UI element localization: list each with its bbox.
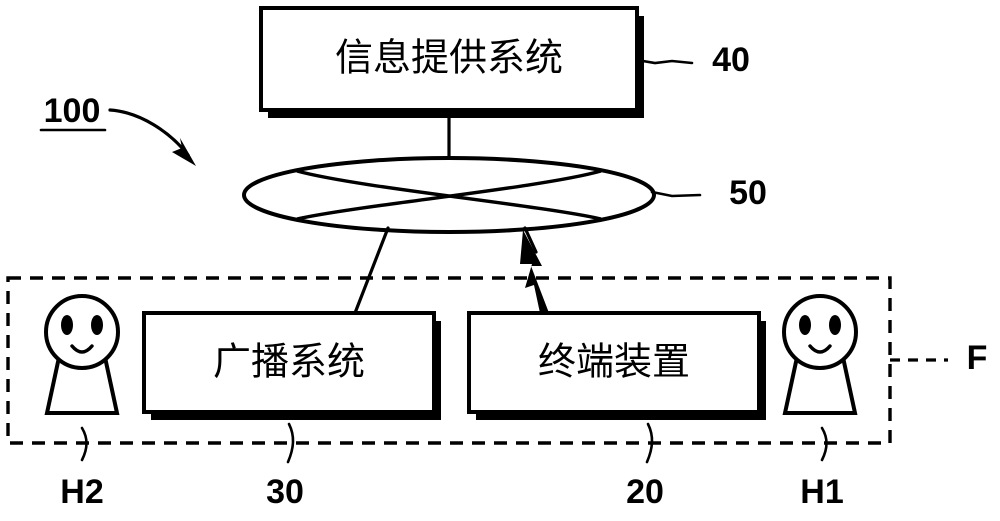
ref-50-leader-line xyxy=(650,190,702,198)
ref-40-leader-line xyxy=(635,58,694,65)
person-h2-reference: H2 xyxy=(60,426,104,511)
network-arc-2 xyxy=(296,169,602,221)
curved-arrow-head xyxy=(172,138,196,166)
lightning-bolt-icon xyxy=(520,230,549,313)
person-h2-head xyxy=(44,294,120,370)
wireless-link-upper-segment xyxy=(523,226,538,254)
person-h1[interactable] xyxy=(782,294,858,415)
network-node[interactable] xyxy=(242,156,656,234)
broadcast-system-box[interactable] xyxy=(142,311,436,414)
person-h2-eye-right xyxy=(91,315,103,335)
group-boundary-F xyxy=(6,276,892,445)
ref-100-label: 100 xyxy=(44,92,101,130)
ref-50-label: 50 xyxy=(729,174,767,212)
person-h1-eye-right xyxy=(829,315,841,335)
person-h2-eye-left xyxy=(61,315,73,335)
ref-20-label: 20 xyxy=(626,473,664,511)
person-h1-mouth xyxy=(808,344,832,354)
terminal-device-label: 终端装置 xyxy=(538,340,690,384)
ref-H2-leader-line xyxy=(80,426,88,462)
broadcast-system-label: 广播系统 xyxy=(213,340,365,384)
link-network-to-terminal-wireless xyxy=(520,226,549,313)
person-h2[interactable] xyxy=(44,294,120,415)
person-h1-reference: H1 xyxy=(800,426,844,511)
person-h2-mouth xyxy=(70,344,94,354)
ref-H2-label: H2 xyxy=(60,473,103,511)
ref-F-label: F xyxy=(967,339,988,377)
info-system-reference: 40 xyxy=(635,41,750,79)
system-100-reference: 100 xyxy=(39,92,196,166)
terminal-device-reference: 20 xyxy=(626,422,664,511)
terminal-device-node[interactable]: 终端装置 xyxy=(467,311,766,420)
person-h1-eye-left xyxy=(799,315,811,335)
ref-30-label: 30 xyxy=(266,473,304,511)
link-network-to-broadcast-system xyxy=(353,226,390,315)
broadcast-system-node[interactable]: 广播系统 xyxy=(142,311,441,420)
ref-H1-leader-line xyxy=(820,426,828,462)
info-system-label: 信息提供系统 xyxy=(335,36,563,80)
group-F-reference: F xyxy=(890,339,987,377)
person-h1-head xyxy=(782,294,858,370)
ref-20-leader-line xyxy=(645,422,654,464)
network-reference: 50 xyxy=(650,174,767,212)
broadcast-system-reference: 30 xyxy=(266,422,304,511)
ref-H1-label: H1 xyxy=(800,473,843,511)
ref-30-leader-line xyxy=(286,422,295,464)
info-system-box[interactable] xyxy=(259,6,639,112)
curved-arrow-icon xyxy=(108,108,190,157)
terminal-device-box[interactable] xyxy=(467,311,761,414)
info-providing-system-node[interactable]: 信息提供系统 xyxy=(259,6,644,118)
ref-40-label: 40 xyxy=(712,41,750,79)
